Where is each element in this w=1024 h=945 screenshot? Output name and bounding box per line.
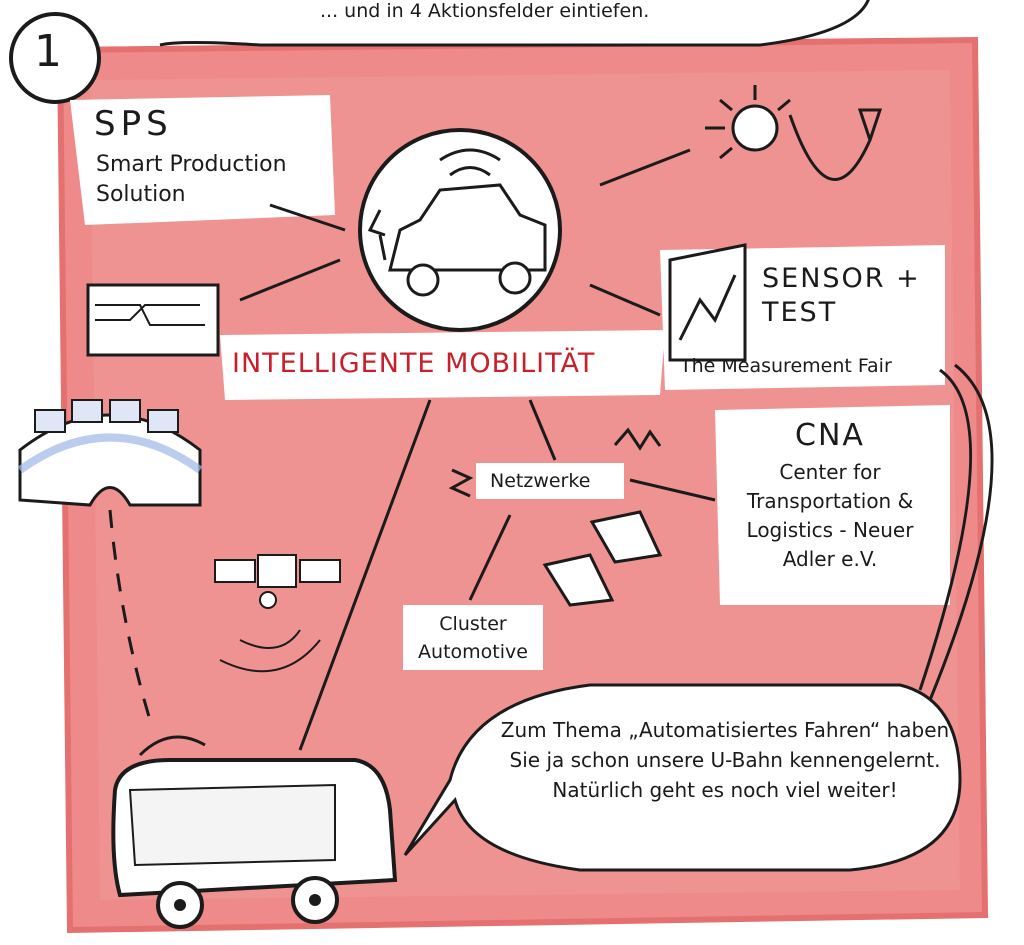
top-bubble-text: ... und in 4 Aktionsfelder eintiefen. bbox=[320, 0, 650, 22]
step-circle bbox=[9, 12, 101, 104]
cluster-bg bbox=[403, 605, 543, 670]
speech-bubble-text: Zum Thema „Automatisiertes Fahren“ haben… bbox=[500, 718, 950, 802]
car-icon bbox=[388, 183, 547, 272]
netzwerke-label: Netzwerke bbox=[490, 470, 591, 492]
cna-subtitle: Center for Transportation & Logistics - … bbox=[746, 460, 914, 571]
top-speech-bubble bbox=[159, 0, 870, 47]
center-title: INTELLIGENTE MOBILITÄT bbox=[232, 348, 596, 379]
sps-label-bg bbox=[70, 95, 335, 225]
center-title-bg bbox=[220, 330, 665, 400]
sensor-subtitle: The Measurement Fair bbox=[680, 355, 892, 377]
cna-title: CNA bbox=[795, 418, 865, 453]
sps-subtitle: Smart Production Solution bbox=[96, 152, 287, 207]
dashed-link bbox=[108, 509, 152, 721]
sensor-title: SENSOR + TEST bbox=[762, 262, 921, 330]
sun-icon bbox=[731, 104, 779, 152]
sensor-title-line1: SENSOR + bbox=[762, 263, 921, 294]
sensor-graph-icon bbox=[668, 243, 747, 362]
cna-label-bg bbox=[715, 405, 950, 605]
step-number: 1 bbox=[34, 26, 62, 77]
satellite-icon bbox=[214, 554, 341, 609]
main-speech-bubble bbox=[403, 683, 962, 872]
connector-lines bbox=[239, 148, 716, 751]
sensor-title-line2: TEST bbox=[762, 297, 838, 328]
sps-title: SPS bbox=[94, 104, 173, 144]
cluster-label: Cluster Automotive bbox=[418, 613, 528, 663]
plug-icon bbox=[788, 108, 883, 181]
zigzag-icon bbox=[448, 468, 474, 498]
network-shape-icon bbox=[542, 510, 663, 607]
netzwerke-bg bbox=[476, 463, 624, 499]
